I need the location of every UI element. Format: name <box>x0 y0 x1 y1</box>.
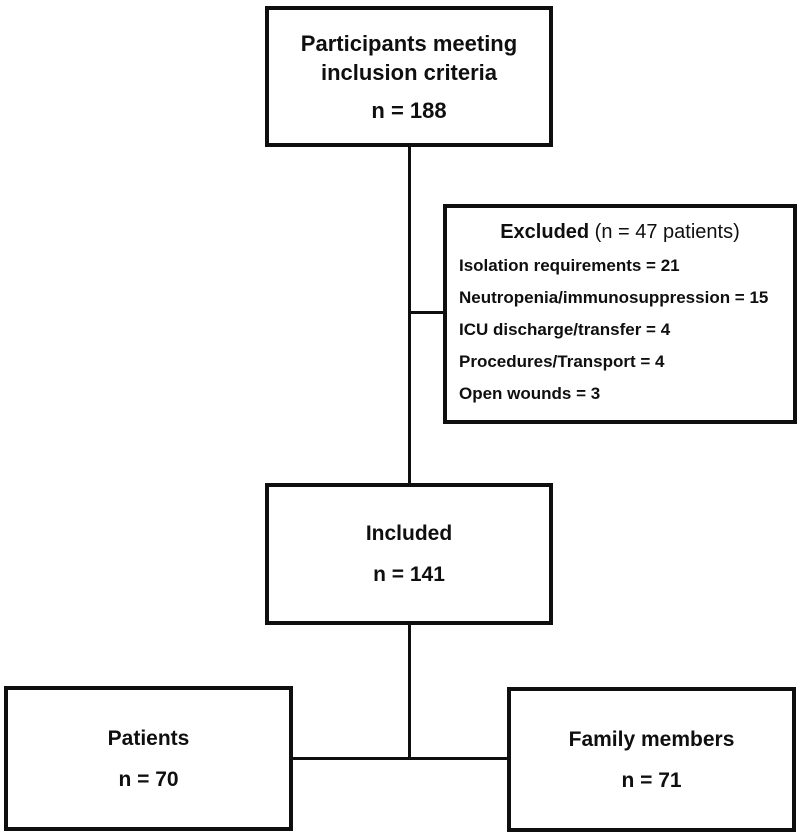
excluded-reason-item: Open wounds = 3 <box>459 384 601 403</box>
participants-box-title: Participants meeting inclusion criteria <box>300 31 518 85</box>
included-box-title: Included <box>365 522 453 545</box>
excluded-title-bold: Excluded <box>500 221 590 243</box>
family-members-box-count: n = 71 <box>621 768 682 792</box>
patients-box-count: n = 70 <box>118 767 179 791</box>
connector-participants-to-included <box>408 147 411 483</box>
excluded-box-title: Excluded (n = 47 patients) <box>459 218 781 246</box>
family-members-box: Family members n = 71 <box>507 687 796 832</box>
connector-split-horizontal <box>293 757 507 760</box>
participants-box-count: n = 188 <box>371 98 447 123</box>
excluded-box: Excluded (n = 47 patients) Isolation req… <box>443 204 797 424</box>
excluded-title-rest: (n = 47 patients) <box>589 221 740 243</box>
excluded-reason-item: Procedures/Transport = 4 <box>459 352 665 371</box>
excluded-reason-item: Isolation requirements = 21 <box>459 256 680 275</box>
excluded-reason-item: ICU discharge/transfer = 4 <box>459 320 671 339</box>
family-members-box-title: Family members <box>568 727 735 751</box>
included-box: Included n = 141 <box>265 483 553 625</box>
patients-box: Patients n = 70 <box>4 686 293 831</box>
excluded-reason-item: Neutropenia/immunosuppression = 15 <box>459 288 769 307</box>
connector-included-to-split <box>408 625 411 759</box>
patients-box-title: Patients <box>107 726 190 750</box>
connector-branch-to-excluded <box>411 311 443 314</box>
participants-box: Participants meeting inclusion criteria … <box>265 6 553 147</box>
included-box-count: n = 141 <box>373 563 445 586</box>
